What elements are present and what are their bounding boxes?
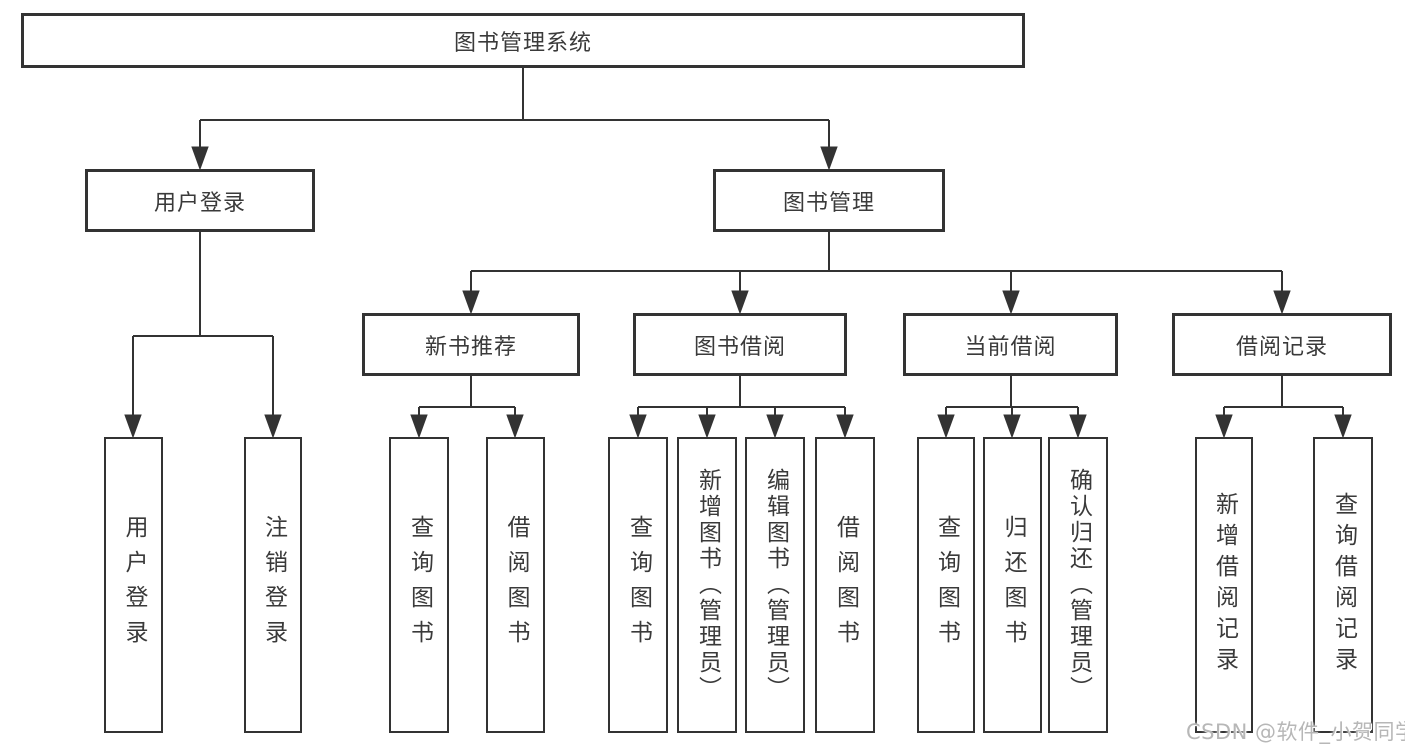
node-label: 借阅图书 bbox=[503, 515, 529, 655]
node-label: 图书管理系统 bbox=[453, 30, 592, 56]
node-label: 当前借阅 bbox=[964, 334, 1057, 360]
node-query-borrow-record: 查询借阅记录 bbox=[1313, 437, 1373, 733]
node-label: 确认归还（管理员） bbox=[1065, 468, 1092, 702]
node-library-management-system: 图书管理系统 bbox=[21, 13, 1025, 68]
node-label: 注销登录 bbox=[260, 515, 287, 655]
csdn-watermark: CSDN @软件_小贺同学 bbox=[1186, 720, 1405, 744]
node-label: 图书借阅 bbox=[693, 334, 786, 360]
node-label: 查询图书 bbox=[625, 515, 652, 655]
node-label: 新书推荐 bbox=[424, 334, 517, 360]
node-new-book-recommend: 新书推荐 bbox=[362, 313, 580, 376]
node-label: 新增图书（管理员） bbox=[694, 468, 721, 702]
node-label: 图书管理 bbox=[782, 190, 875, 216]
node-current-borrow: 当前借阅 bbox=[903, 313, 1118, 376]
node-book-borrow: 图书借阅 bbox=[633, 313, 847, 376]
node-book-management: 图书管理 bbox=[713, 169, 945, 232]
node-borrow-records: 借阅记录 bbox=[1172, 313, 1392, 376]
node-user-login: 用户登录 bbox=[85, 169, 315, 232]
node-label: 查询图书 bbox=[406, 515, 433, 655]
node-query-books-3: 查询图书 bbox=[917, 437, 975, 733]
node-label: 用户登录 bbox=[121, 515, 147, 655]
node-add-borrow-record: 新增借阅记录 bbox=[1195, 437, 1253, 733]
node-borrow-books-2: 借阅图书 bbox=[815, 437, 875, 733]
node-label: 借阅记录 bbox=[1235, 334, 1328, 360]
node-label: 新增借阅记录 bbox=[1211, 492, 1238, 678]
node-logout: 注销登录 bbox=[244, 437, 302, 733]
node-return-books: 归还图书 bbox=[983, 437, 1042, 733]
node-add-books-admin: 新增图书（管理员） bbox=[677, 437, 737, 733]
node-query-books-2: 查询图书 bbox=[608, 437, 668, 733]
node-confirm-return-admin: 确认归还（管理员） bbox=[1048, 437, 1108, 733]
node-label: 归还图书 bbox=[1000, 515, 1026, 655]
node-label: 编辑图书（管理员） bbox=[762, 468, 789, 702]
node-label: 查询图书 bbox=[933, 515, 960, 655]
node-edit-books-admin: 编辑图书（管理员） bbox=[745, 437, 805, 733]
node-user-login-leaf: 用户登录 bbox=[104, 437, 163, 733]
node-borrow-books-1: 借阅图书 bbox=[486, 437, 545, 733]
node-query-books-1: 查询图书 bbox=[389, 437, 449, 733]
node-label: 查询借阅记录 bbox=[1330, 492, 1357, 678]
node-label: 借阅图书 bbox=[832, 515, 859, 655]
node-label: 用户登录 bbox=[153, 190, 246, 216]
